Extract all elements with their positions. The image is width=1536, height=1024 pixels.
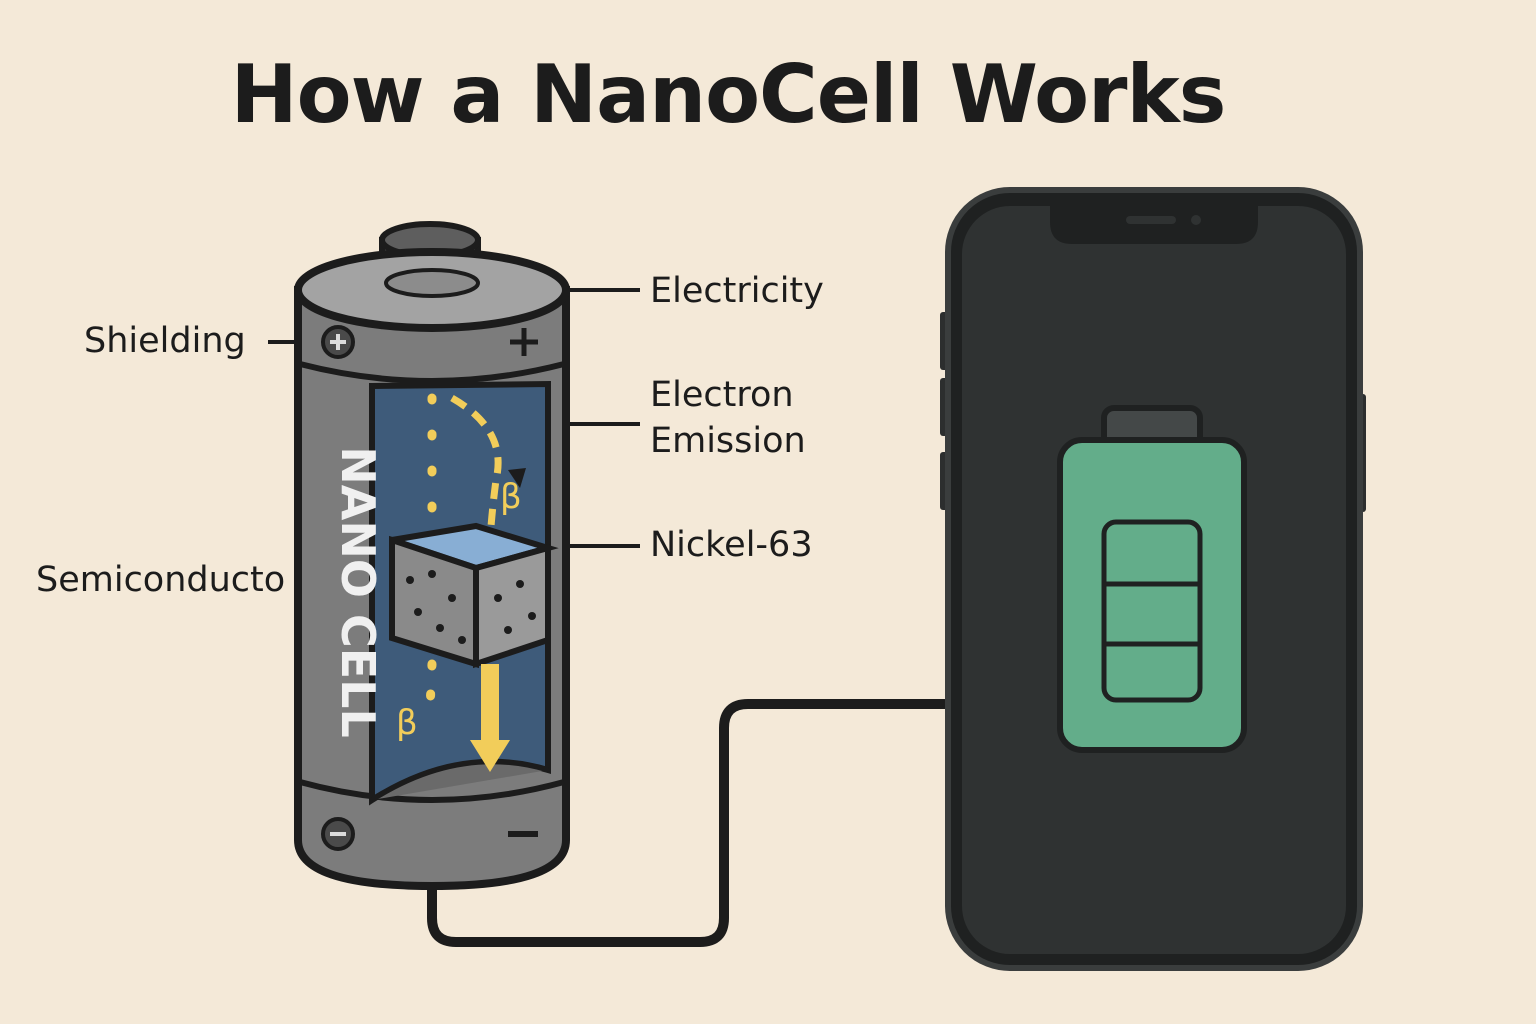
label-electron-emission-line2: Emission	[650, 421, 806, 461]
battery-brand: NANO CELL	[331, 446, 385, 738]
label-electricity: Electricity	[650, 271, 824, 311]
smartphone	[940, 187, 1366, 971]
label-semiconductor: Semiconducto	[36, 560, 286, 600]
charging-cable	[427, 699, 953, 947]
label-nickel-63: Nickel-63	[650, 525, 813, 565]
phone-battery-icon	[1057, 405, 1247, 753]
beta-label-upper: β	[500, 477, 522, 517]
label-shielding: Shielding	[84, 321, 246, 361]
diagram-title: How a NanoCell Works	[230, 48, 1227, 141]
nanocell-battery: NANO CELL β β	[294, 221, 570, 891]
label-electron-emission-line1: Electron	[650, 375, 794, 415]
beta-label-lower: β	[396, 703, 418, 743]
